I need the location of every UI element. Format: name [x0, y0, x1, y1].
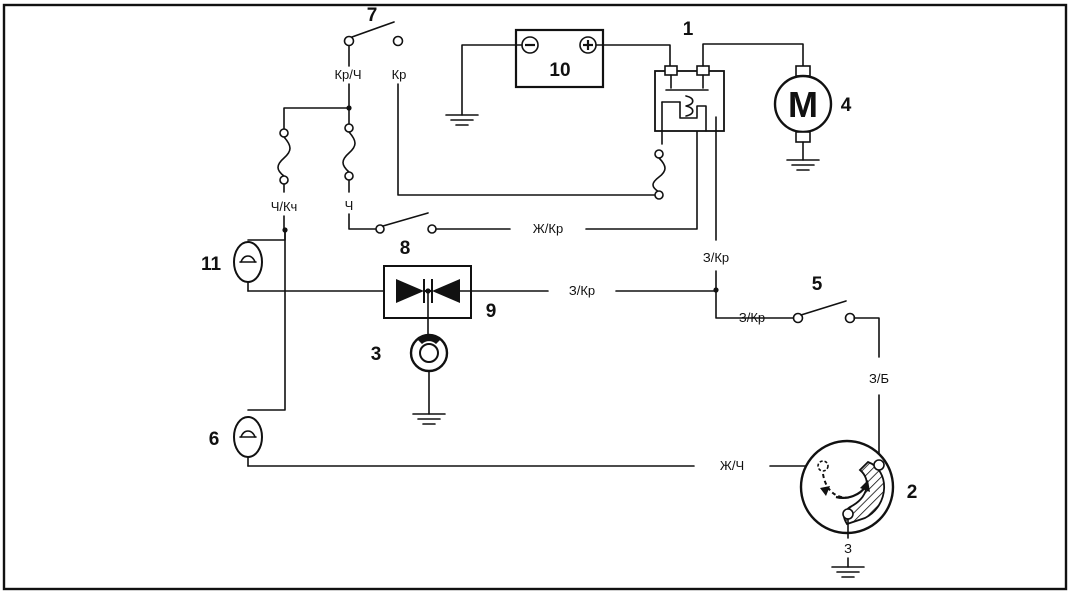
- label-component-7: 7: [367, 5, 378, 26]
- label-component-6: 6: [209, 429, 220, 450]
- motor-4: [773, 65, 833, 143]
- ground-motor-icon: [786, 159, 820, 171]
- diagram-frame: [2, 3, 1068, 591]
- label-component-1: 1: [683, 19, 694, 40]
- wire-label-z-kr-vertical: З/Кр: [703, 250, 729, 265]
- label-component-4: 4: [841, 95, 852, 116]
- label-component-9: 9: [486, 301, 497, 322]
- wire-label-z-kr-middle: З/Кр: [569, 283, 595, 298]
- sensor-3: [409, 333, 449, 373]
- label-component-8: 8: [400, 238, 411, 259]
- wire-label-ch: Ч: [345, 198, 354, 213]
- ground-switch-icon: [831, 566, 865, 578]
- label-component-3: 3: [371, 344, 382, 365]
- fuse-middle: [342, 123, 356, 181]
- wire-label-kr: Кр: [392, 67, 407, 82]
- ground-battery-icon: [445, 114, 479, 126]
- diode-block-8-9: [383, 265, 472, 336]
- label-component-10: 10: [549, 60, 570, 81]
- wire-label-z-kr-switch: З/Кр: [739, 310, 765, 325]
- wire-label-kr-ch: Кр/Ч: [334, 67, 361, 82]
- wire-label-ch-kch: Ч/Кч: [271, 199, 298, 214]
- ground-sensor-icon: [412, 413, 446, 425]
- switch-ch-line: [375, 212, 437, 234]
- lamp-6: [233, 416, 263, 467]
- wire-label-z-b: З/Б: [869, 371, 889, 386]
- wire-label-z-ground: З: [844, 541, 852, 556]
- fuse-left: [277, 128, 291, 185]
- wire-label-zh-kr: Ж/Кр: [533, 221, 563, 236]
- battery-10: [514, 28, 605, 89]
- label-component-2: 2: [907, 482, 918, 503]
- switch-5: [792, 300, 856, 324]
- lamp-11: [233, 229, 286, 292]
- relay-1: [654, 65, 725, 132]
- label-component-5: 5: [812, 274, 823, 295]
- motor-symbol: M: [788, 84, 818, 125]
- wire-label-zh-ch: Ж/Ч: [720, 458, 744, 473]
- rotary-switch-2: [799, 439, 895, 535]
- switch-7: [343, 21, 404, 47]
- label-component-11: 11: [201, 254, 222, 275]
- fuse-relay: [652, 149, 666, 193]
